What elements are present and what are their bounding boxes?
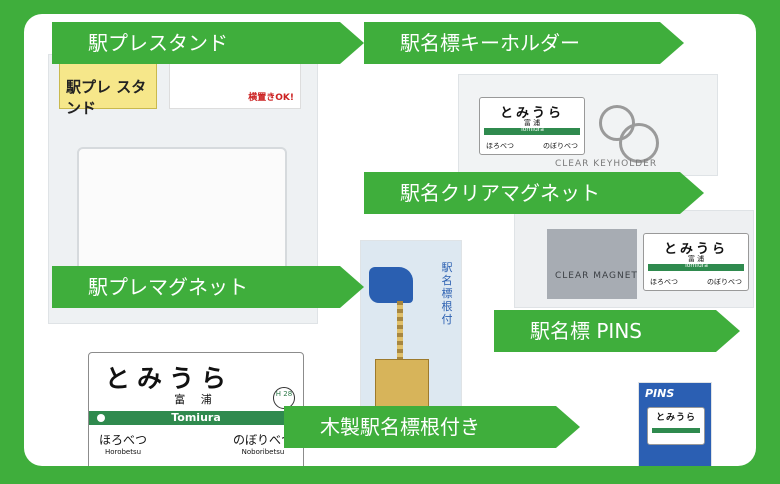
sign-left-kana: ほろべつ — [99, 433, 148, 447]
sign-right-romaji: Noboribetsu — [241, 448, 285, 456]
sign-right-kana: のぼりべつ — [232, 433, 293, 447]
magnet-backing — [547, 229, 637, 299]
pins-sign-bar — [652, 428, 700, 433]
label-keyholder: 駅名標キーホルダー — [364, 22, 684, 64]
pins-package-title: PINS — [645, 387, 675, 400]
stand-package-note-text: 横置きOK! — [248, 93, 294, 103]
stand-package: 駅プレ スタンド 横置きOK! — [48, 54, 318, 324]
keyholder-sign-left: ほろべつ — [486, 142, 514, 150]
keyholder-sign-bottom: ほろべつ のぼりべつ — [486, 141, 578, 151]
keyholder-clear-text: CLEAR KEYHOLDER — [555, 159, 658, 169]
station-plate-magnet: とみうら 富 浦 H 28 Tomiura ほろべつ Horobetsu のぼり… — [88, 352, 304, 466]
keyholder-sign: とみうら 富 浦 Tomiura ほろべつ のぼりべつ — [479, 97, 585, 155]
keyholder-sign-kanji: 富 浦 — [523, 119, 541, 127]
keyholder-sign-romaji: Tomiura — [520, 126, 544, 133]
hokkaido-map-icon — [369, 267, 413, 303]
station-number-badge: H 28 — [273, 387, 295, 409]
pins-sign-name: とみうら — [655, 413, 696, 423]
magnet-sign-left: ほろべつ — [650, 278, 678, 286]
stand-package-header-text: 駅プレ スタンド — [66, 78, 147, 117]
product-panel: 駅プレ スタンド 横置きOK! とみうら 富 浦 Tomiura ほろべつ のぼ… — [24, 14, 756, 466]
sign-romaji: Tomiura — [171, 411, 221, 424]
label-wooden: 木製駅名標根付き — [284, 406, 580, 448]
wooden-netsuke-package: 駅名標根付 — [360, 240, 462, 427]
label-clear-magnet: 駅名クリアマグネット — [364, 172, 704, 214]
label-pre-magnet: 駅プレマグネット — [52, 266, 364, 308]
magnet-sign: とみうら 富 浦 Tomiura ほろべつ のぼりべつ — [643, 233, 749, 291]
label-stand: 駅プレスタンド — [52, 22, 364, 64]
magnet-sign-kanji: 富 浦 — [687, 255, 705, 263]
bar-dot-left-icon — [97, 414, 105, 422]
clear-magnet-package: CLEAR MAGNET とみうら 富 浦 Tomiura ほろべつ のぼりべつ — [514, 210, 754, 308]
netsuke-chain — [397, 301, 403, 361]
sign-right-station: のぼりべつ Noboribetsu — [233, 431, 293, 456]
magnet-sign-romaji: Tomiura — [684, 262, 708, 269]
sign-green-bar: Tomiura — [89, 411, 303, 425]
magnet-sign-name: とみうら — [663, 242, 728, 257]
keyholder-sign-name: とみうら — [499, 106, 564, 121]
keyholder-sign-bar: Tomiura — [484, 126, 580, 135]
pins-package: PINS とみうら — [638, 382, 712, 466]
acrylic-stand-card — [77, 147, 287, 277]
sign-left-romaji: Horobetsu — [104, 448, 142, 456]
magnet-sign-right: のぼりべつ — [707, 278, 742, 286]
key-ring-loop-icon — [619, 123, 659, 163]
keyholder-package: とみうら 富 浦 Tomiura ほろべつ のぼりべつ CLEAR KEYHOL… — [458, 74, 718, 176]
label-pins: 駅名標 PINS — [494, 310, 740, 352]
sign-kanji: 富 浦 — [174, 393, 218, 406]
keyholder-sign-right: のぼりべつ — [543, 142, 578, 150]
sign-left-station: ほろべつ Horobetsu — [99, 431, 147, 456]
pins-sign: とみうら — [647, 407, 705, 445]
sign-name: とみうら — [105, 364, 234, 393]
stand-package-note: 横置きOK! — [169, 63, 301, 109]
magnet-sign-bottom: ほろべつ のぼりべつ — [650, 277, 742, 287]
stand-package-header: 駅プレ スタンド — [59, 61, 157, 117]
magnet-clear-text: CLEAR MAGNET — [555, 271, 638, 281]
wooden-package-text: 駅名標根付 — [441, 261, 453, 326]
magnet-sign-bar: Tomiura — [648, 262, 744, 271]
